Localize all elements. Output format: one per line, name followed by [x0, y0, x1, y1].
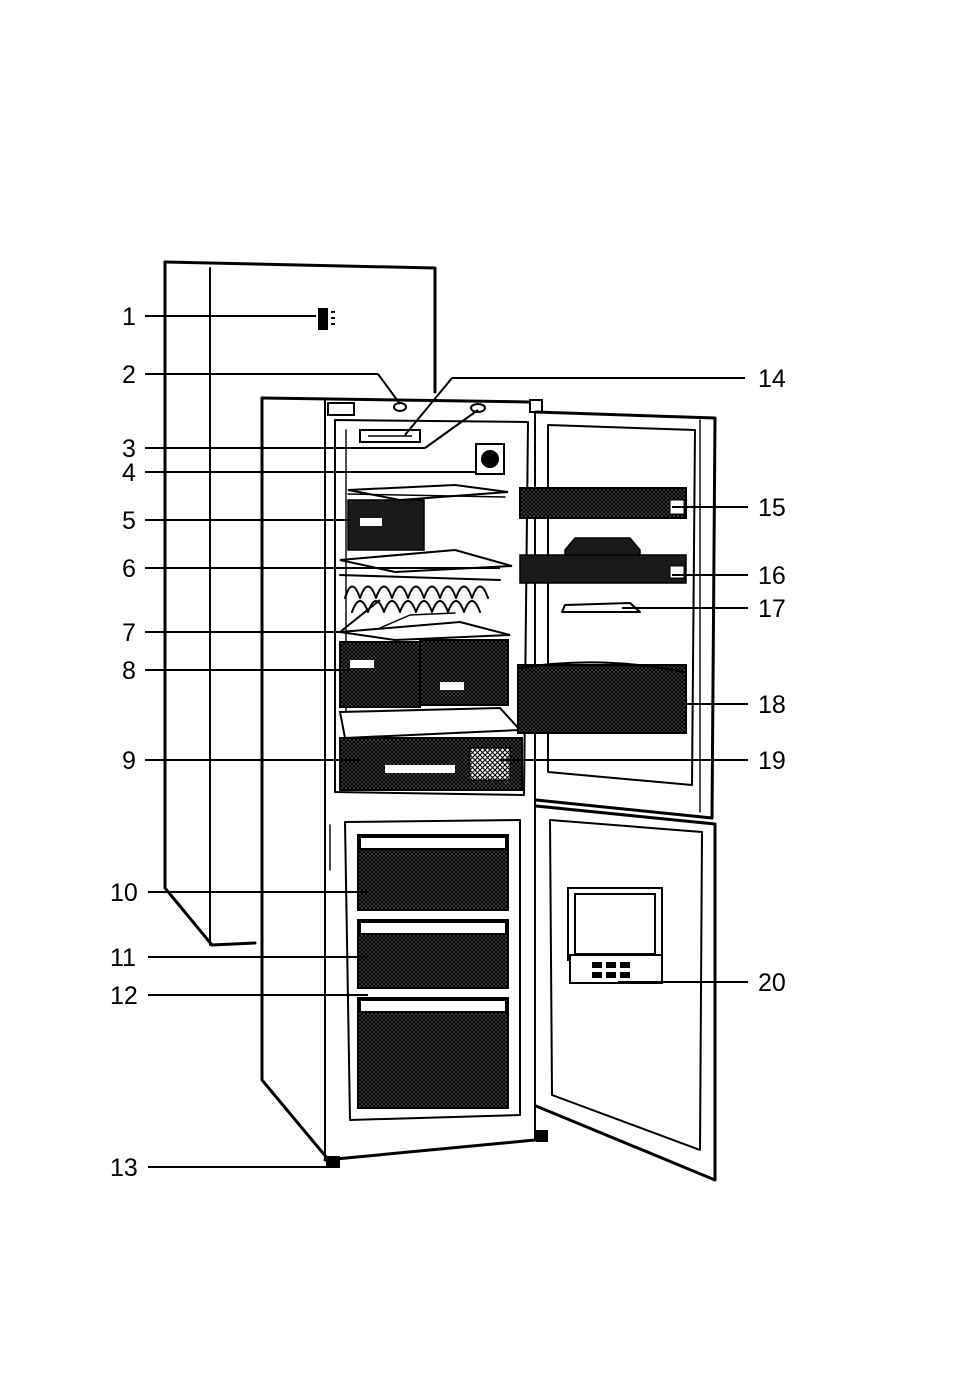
callout-16: 16 [758, 562, 786, 590]
freezer-drawer-middle [358, 920, 508, 988]
control-display-icon [318, 308, 335, 330]
freezer-compartment [330, 820, 520, 1120]
callout-8: 8 [122, 657, 136, 685]
door-sensor [530, 400, 542, 412]
fan-icon [476, 444, 504, 474]
freezer-drawer-bottom [358, 998, 508, 1108]
callout-7: 7 [122, 619, 136, 647]
fresh-box-left [340, 642, 420, 707]
glass-plate [340, 708, 520, 738]
door-rack-bottom [518, 662, 686, 733]
callout-11: 11 [110, 944, 136, 972]
fresh-box-right [420, 640, 508, 705]
egg-box [348, 500, 424, 550]
callout-1: 1 [122, 303, 136, 331]
callout-4: 4 [122, 459, 136, 487]
callout-20: 20 [758, 969, 786, 997]
callout-2: 2 [122, 361, 136, 389]
door-rack-top [520, 488, 686, 518]
hinge-top [328, 403, 354, 415]
callout-5: 5 [122, 507, 136, 535]
callout-17: 17 [758, 595, 786, 623]
callouts-right: 14 15 16 17 18 19 20 [758, 365, 786, 997]
shelf-lower [340, 613, 510, 640]
callout-10: 10 [110, 879, 138, 907]
freezer-door [536, 806, 715, 1180]
callout-6: 6 [122, 555, 136, 583]
callout-13: 13 [110, 1154, 138, 1182]
freezer-drawer-top [358, 835, 508, 910]
callout-15: 15 [758, 494, 786, 522]
callout-12: 12 [110, 982, 138, 1010]
callout-19: 19 [758, 747, 786, 775]
foot-right [536, 1130, 548, 1142]
callout-18: 18 [758, 691, 786, 719]
bottle-rack [340, 575, 500, 612]
door-rack-middle [520, 555, 686, 583]
callout-14: 14 [758, 365, 786, 393]
control-buttons [570, 955, 662, 983]
light-switch-icon [394, 403, 406, 411]
vegetable-drawer [340, 738, 522, 790]
shelf-top [348, 485, 508, 500]
fridge-door [518, 412, 715, 818]
fridge-compartment [328, 400, 542, 795]
callout-9: 9 [122, 747, 136, 775]
display-panel [568, 888, 662, 960]
interior-light-icon [360, 430, 420, 442]
callouts-left: 1 2 3 4 5 6 7 8 9 10 11 12 13 [110, 303, 138, 1182]
